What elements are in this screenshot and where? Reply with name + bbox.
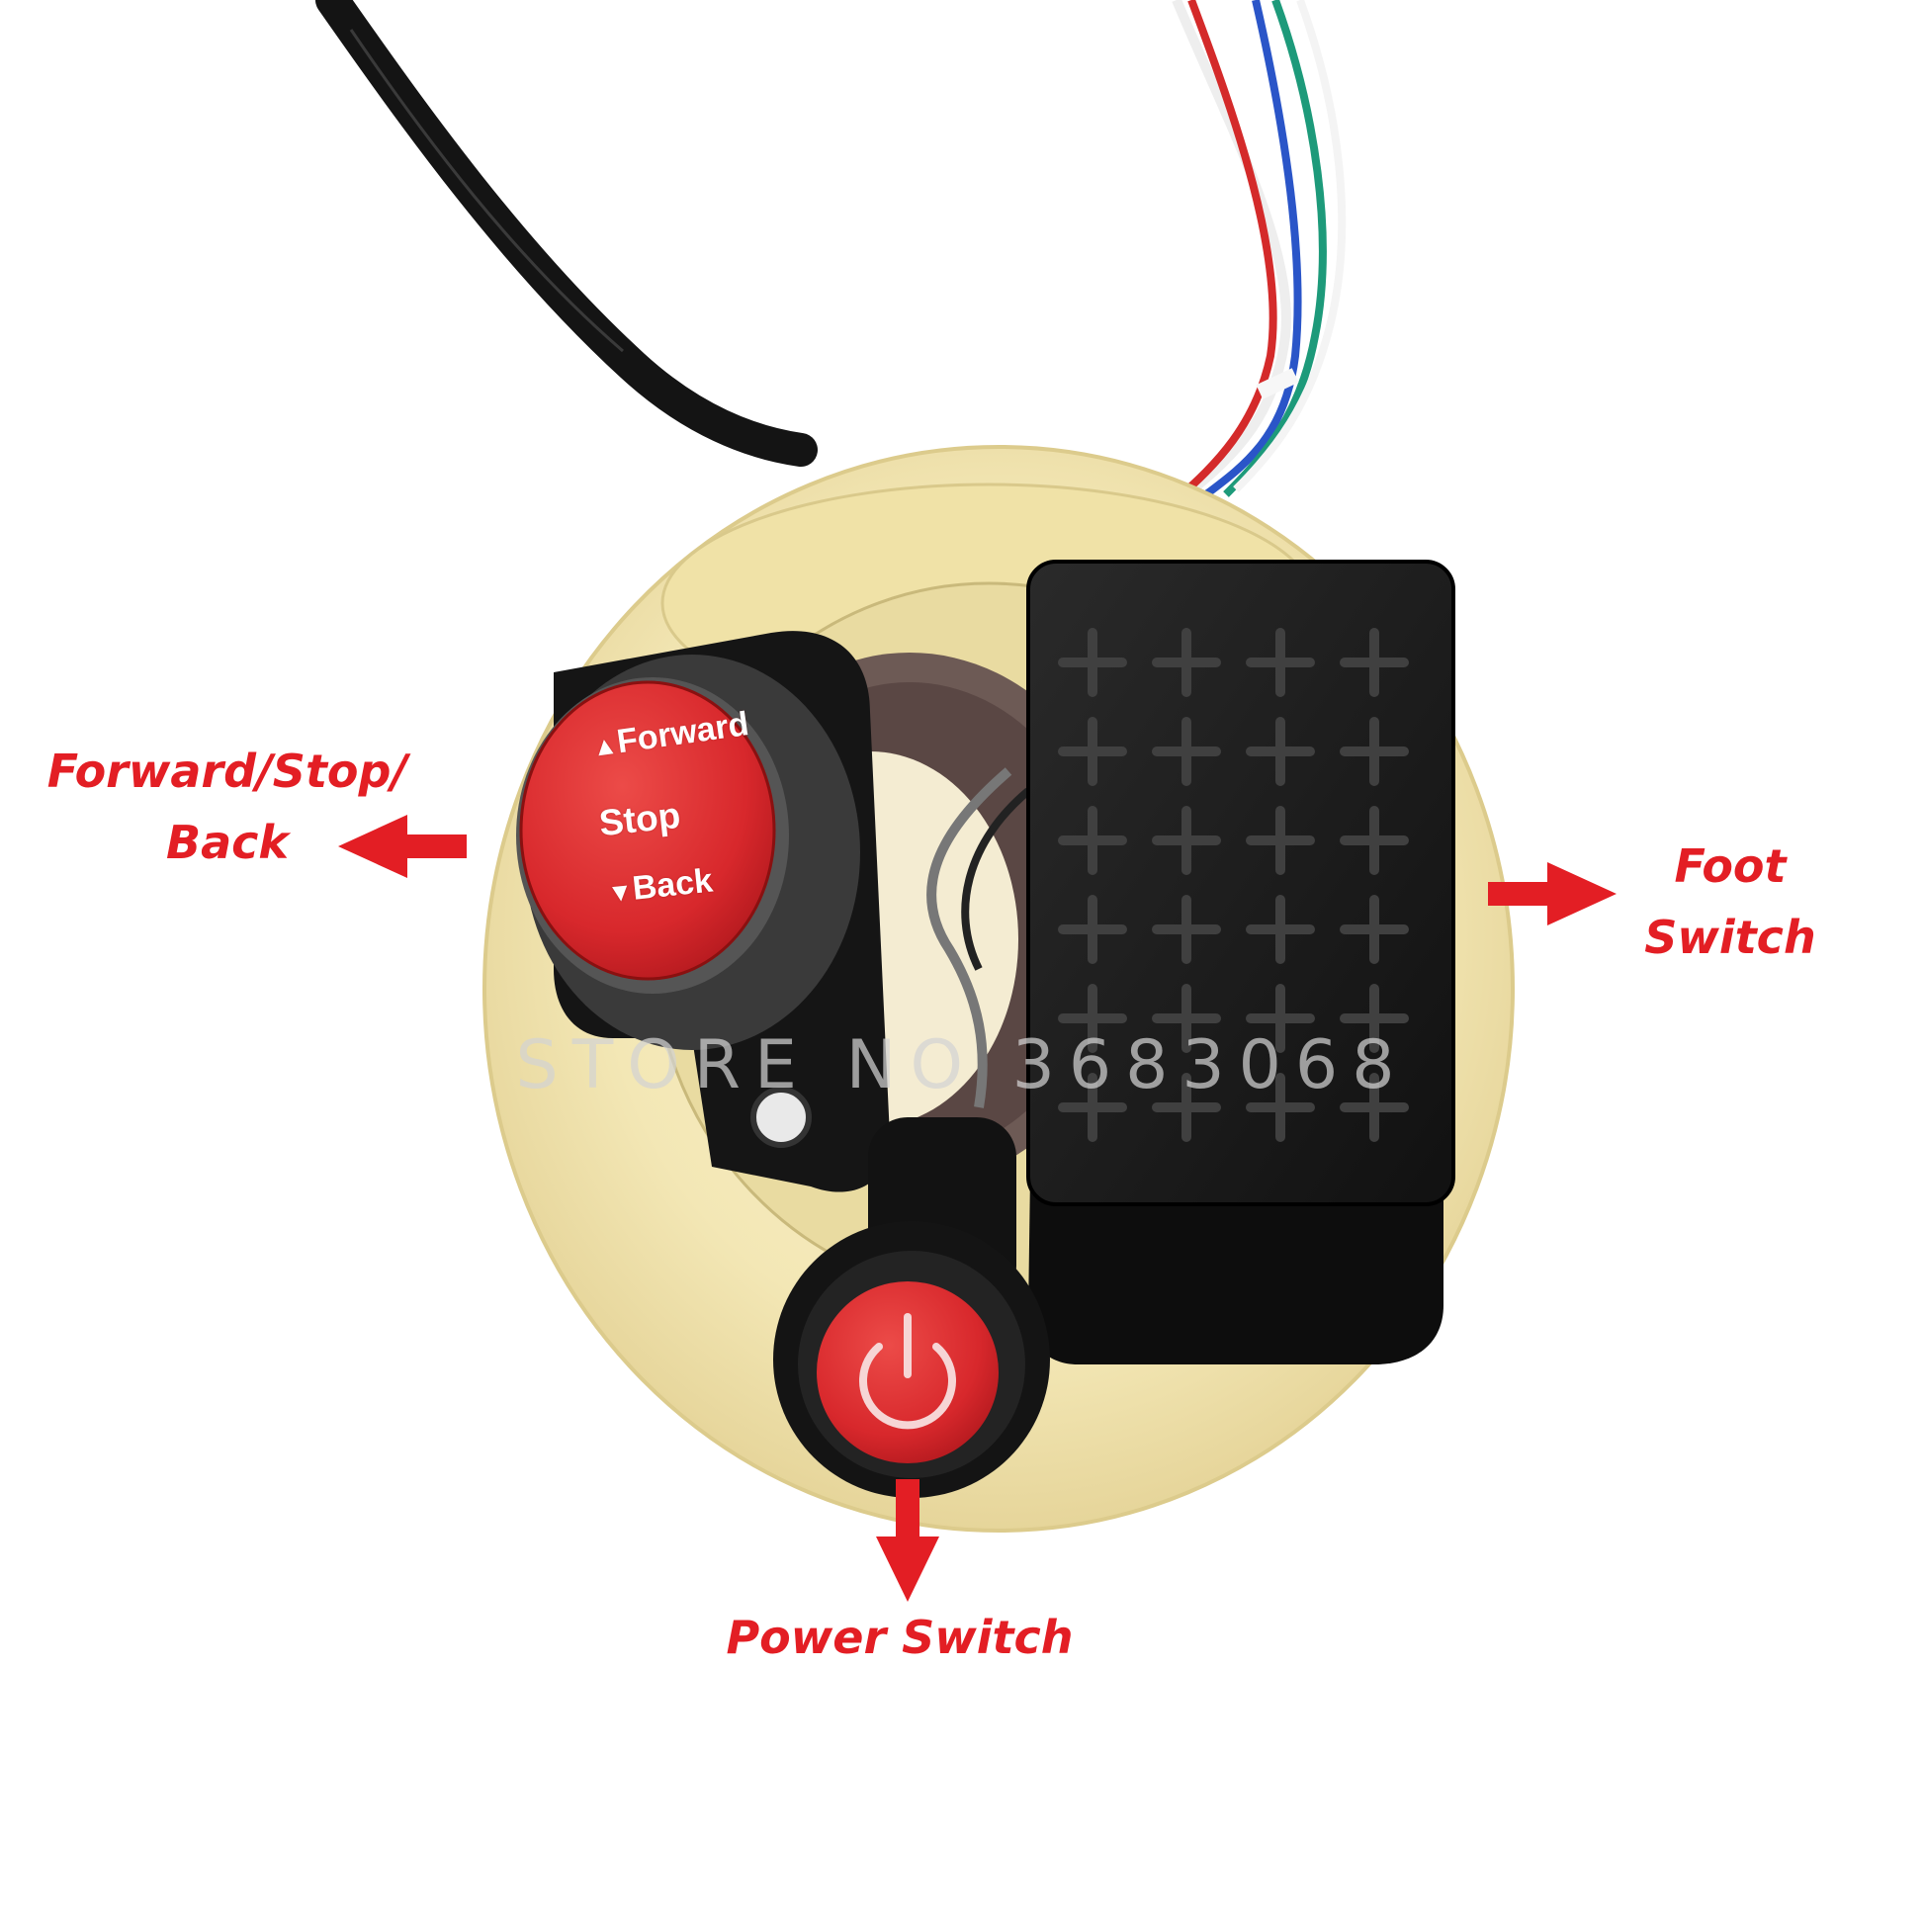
callout-foot-switch: Foot Switch xyxy=(1621,831,1839,973)
black-cable xyxy=(315,0,818,467)
wire-blue xyxy=(1203,0,1302,498)
cable-tie xyxy=(1256,368,1299,399)
callout-line: Back xyxy=(166,816,289,869)
inner-wire-gray xyxy=(926,767,1012,1108)
wire-green xyxy=(1223,0,1327,497)
rocker-stop-label: Stop xyxy=(597,794,683,844)
arrow-down xyxy=(876,1479,939,1602)
cable-print-line xyxy=(349,29,624,353)
callout-line: Switch xyxy=(1644,911,1816,964)
wire-white xyxy=(1172,0,1291,498)
callout-line: Forward/Stop/ xyxy=(46,745,408,798)
wire-white-2 xyxy=(1233,0,1347,492)
arrow-left xyxy=(338,815,467,878)
wire-red xyxy=(1174,0,1277,503)
triangle-down-icon: ▼ xyxy=(605,875,635,909)
bracket-screw-hole xyxy=(750,1087,812,1148)
callout-power-switch: Power Switch xyxy=(726,1611,1074,1664)
callout-line: Foot xyxy=(1674,839,1787,893)
arrow-right xyxy=(1488,862,1617,925)
foot-pedal-pad xyxy=(1026,560,1455,1206)
power-icon xyxy=(859,1313,956,1430)
store-watermark: STORE NO 3683068 xyxy=(515,1026,1409,1104)
pedal-texture xyxy=(1058,628,1409,1142)
callout-forward-stop-back: Forward/Stop/ Back xyxy=(30,736,425,878)
rocker-red-cap xyxy=(519,680,776,981)
inner-wire-black xyxy=(961,787,1031,971)
